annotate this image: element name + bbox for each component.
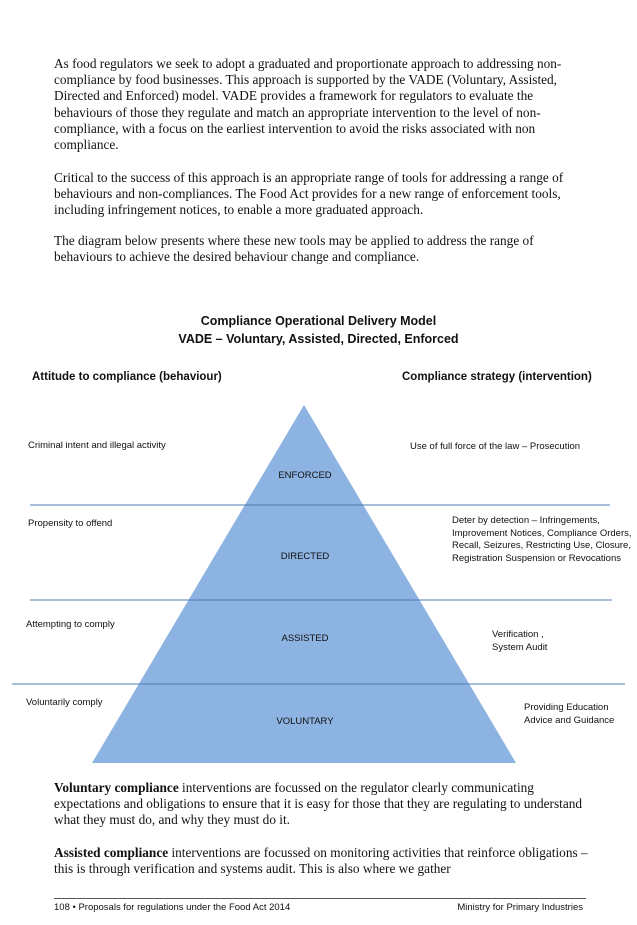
vade-pyramid [12, 405, 625, 763]
behaviour-voluntary: Voluntarily comply [26, 697, 103, 708]
strategy-column-heading: Compliance strategy (intervention) [402, 371, 592, 383]
behaviour-enforced: Criminal intent and illegal activity [28, 440, 166, 451]
intro-paragraph-3: The diagram below presents where these n… [54, 233, 534, 265]
strategy-enforced: Use of full force of the law – Prosecuti… [410, 441, 581, 452]
strategy-directed: Deter by detection – Infringements, Impr… [452, 515, 632, 564]
behaviour-assisted: Attempting to comply [26, 619, 115, 630]
pyramid-shape [92, 405, 516, 763]
footer-ministry: Ministry for Primary Industries [457, 902, 583, 913]
tier-name-enforced: ENFORCED [278, 470, 332, 481]
voluntary-compliance-paragraph: Voluntary compliance interventions are f… [54, 780, 594, 829]
tier-name-assisted: ASSISTED [281, 633, 329, 644]
behaviour-column-heading: Attitude to compliance (behaviour) [32, 371, 222, 383]
footer-page-info: 108 • Proposals for regulations under th… [54, 902, 291, 913]
assisted-compliance-term: Assisted compliance [54, 845, 169, 860]
assisted-compliance-paragraph: Assisted compliance interventions are fo… [54, 845, 594, 877]
tier-name-directed: DIRECTED [280, 551, 330, 562]
voluntary-compliance-term: Voluntary compliance [54, 780, 179, 795]
behaviour-directed: Propensity to offend [28, 518, 113, 529]
strategy-voluntary: Providing Education Advice and Guidance [524, 702, 615, 726]
assisted-compliance-text: interventions are focussed on monitoring… [54, 845, 588, 877]
strategy-assisted: Verification , System Audit [492, 629, 548, 653]
voluntary-compliance-text: interventions are focussed on the regula… [54, 780, 583, 828]
diagram-subtitle: VADE – Voluntary, Assisted, Directed, En… [178, 332, 459, 346]
intro-paragraph-2: Critical to the success of this approach… [54, 170, 564, 218]
footer-rule [54, 898, 586, 899]
tier-name-voluntary: VOLUNTARY [276, 716, 334, 727]
intro-paragraph-1: As food regulators we seek to adopt a gr… [54, 56, 562, 153]
diagram-title: Compliance Operational Delivery Model [200, 314, 437, 328]
